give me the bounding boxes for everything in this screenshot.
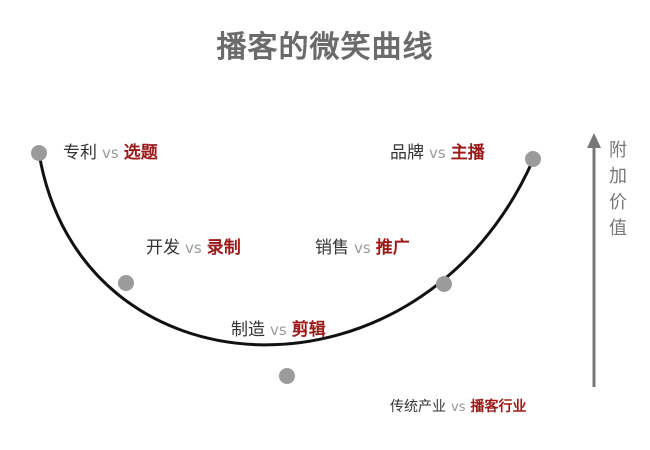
label-right: 推广 bbox=[375, 238, 410, 258]
label-left: 销售 bbox=[315, 238, 349, 258]
label-vs: vs bbox=[102, 144, 119, 162]
label-left: 开发 bbox=[146, 238, 180, 258]
label-left: 专利 bbox=[63, 143, 97, 163]
label-right: 主播 bbox=[450, 143, 485, 163]
diagram-title: 播客的微笑曲线 bbox=[216, 30, 434, 65]
label-traditional-vs-podcast-industry: 传统产业 vs 播客行业 bbox=[390, 397, 526, 418]
label-vs: vs bbox=[429, 144, 446, 162]
label-left: 制造 bbox=[231, 320, 265, 340]
label-right: 录制 bbox=[206, 238, 241, 258]
label-left: 品牌 bbox=[390, 143, 424, 163]
label-left: 传统产业 bbox=[390, 399, 446, 415]
value-axis-arrowhead bbox=[587, 133, 601, 148]
label-right: 选题 bbox=[123, 143, 158, 163]
curve-node-bottom bbox=[279, 368, 295, 384]
smile-curve bbox=[37, 152, 535, 347]
curve-node-top-left bbox=[31, 145, 47, 161]
label-vs: vs bbox=[451, 400, 466, 415]
label-right: 剪辑 bbox=[291, 320, 326, 340]
curve-node-top-right bbox=[525, 151, 541, 167]
label-vs: vs bbox=[185, 239, 202, 257]
label-vs: vs bbox=[270, 321, 287, 339]
value-axis-label: 附加价值 bbox=[609, 140, 627, 239]
label-right: 播客行业 bbox=[470, 399, 527, 415]
curve-node-mid-right bbox=[436, 276, 452, 292]
curve-node-mid-left bbox=[118, 275, 134, 291]
label-vs: vs bbox=[354, 239, 371, 257]
